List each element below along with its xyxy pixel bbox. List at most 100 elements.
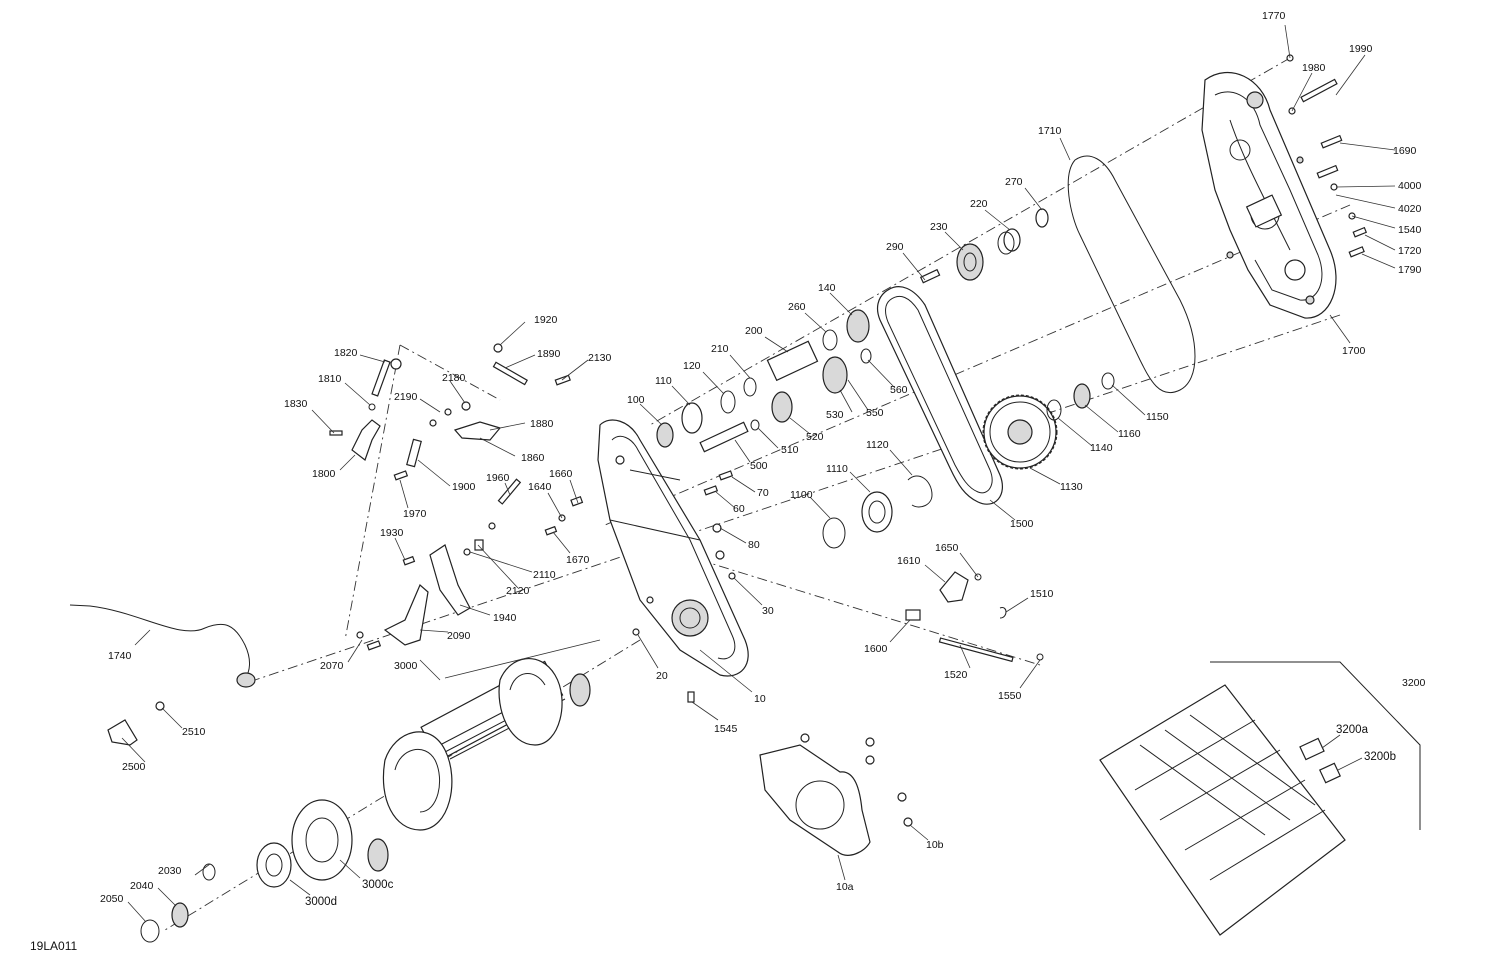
callout-1800: 1800 bbox=[312, 468, 336, 480]
callout-100: 100 bbox=[627, 394, 645, 406]
callout-10: 10 bbox=[754, 693, 766, 705]
callout-1790: 1790 bbox=[1398, 264, 1422, 276]
callout-3200b: 3200b bbox=[1364, 751, 1396, 763]
callout-1500: 1500 bbox=[1010, 518, 1034, 530]
output-shaft-3000 bbox=[367, 658, 591, 872]
callout-200: 200 bbox=[745, 325, 763, 337]
callout-1700: 1700 bbox=[1342, 345, 1366, 357]
callout-4000: 4000 bbox=[1398, 180, 1422, 192]
callout-3200: 3200 bbox=[1402, 677, 1426, 689]
callout-520: 520 bbox=[806, 431, 824, 443]
callout-1140: 1140 bbox=[1090, 442, 1113, 454]
callout-70: 70 bbox=[757, 487, 769, 499]
gasket-1710 bbox=[1067, 155, 1196, 394]
callout-510: 510 bbox=[781, 444, 799, 456]
callout-2190: 2190 bbox=[394, 391, 418, 403]
callout-120: 120 bbox=[683, 360, 701, 372]
seal-parts-3000 bbox=[256, 799, 353, 888]
callout-500: 500 bbox=[750, 460, 768, 472]
callout-1960: 1960 bbox=[486, 472, 510, 484]
sprocket-1130 bbox=[982, 394, 1058, 470]
callout-1600: 1600 bbox=[864, 643, 888, 655]
callout-3000c: 3000c bbox=[362, 879, 394, 891]
callout-1710: 1710 bbox=[1038, 125, 1062, 137]
callout-210: 210 bbox=[711, 343, 729, 355]
callout-1120: 1120 bbox=[866, 439, 889, 451]
callout-2500: 2500 bbox=[122, 761, 146, 773]
callout-2040: 2040 bbox=[130, 880, 154, 892]
callout-3000: 3000 bbox=[394, 660, 418, 672]
callout-1660: 1660 bbox=[549, 468, 573, 480]
leader-lines bbox=[121, 24, 1396, 923]
callout-1545: 1545 bbox=[714, 723, 738, 735]
callout-1830: 1830 bbox=[284, 398, 308, 410]
upper-shaft-parts bbox=[656, 208, 1049, 453]
callout-560: 560 bbox=[890, 384, 908, 396]
callout-1930: 1930 bbox=[380, 527, 404, 539]
callout-1740: 1740 bbox=[108, 650, 132, 662]
callout-1980: 1980 bbox=[1302, 62, 1326, 74]
callout-2120: 2120 bbox=[506, 585, 530, 597]
callout-labels: 1770 1990 1980 1690 4000 4020 1540 1720 … bbox=[100, 10, 1426, 908]
callout-1150: 1150 bbox=[1146, 411, 1169, 423]
callout-1130: 1130 bbox=[1060, 481, 1083, 493]
callout-550: 550 bbox=[866, 407, 884, 419]
callout-2050: 2050 bbox=[100, 893, 124, 905]
callout-10b: 10b bbox=[926, 839, 944, 851]
callout-1920: 1920 bbox=[534, 314, 558, 326]
callout-530: 530 bbox=[826, 409, 844, 421]
lower-shaft-parts bbox=[822, 372, 1115, 549]
callout-1970: 1970 bbox=[403, 508, 427, 520]
callout-2070: 2070 bbox=[320, 660, 344, 672]
callout-20: 20 bbox=[656, 670, 668, 682]
callout-1880: 1880 bbox=[530, 418, 554, 430]
rear-cover-1700 bbox=[1201, 71, 1337, 319]
callout-1520: 1520 bbox=[944, 669, 968, 681]
callout-1900: 1900 bbox=[452, 481, 476, 493]
callout-230: 230 bbox=[930, 221, 948, 233]
callout-220: 220 bbox=[970, 198, 988, 210]
callout-1890: 1890 bbox=[537, 348, 561, 360]
callout-30: 30 bbox=[762, 605, 774, 617]
callout-2110: 2110 bbox=[533, 569, 556, 581]
callout-1110: 1110 bbox=[826, 463, 848, 475]
callout-1100: 1100 bbox=[790, 489, 813, 501]
drawing-id: 19LA011 bbox=[30, 939, 78, 953]
callout-10a: 10a bbox=[836, 881, 854, 893]
cable-1740 bbox=[69, 604, 256, 688]
callout-80: 80 bbox=[748, 539, 760, 551]
callout-1550: 1550 bbox=[998, 690, 1022, 702]
callout-1690: 1690 bbox=[1393, 145, 1417, 157]
callout-2510: 2510 bbox=[182, 726, 206, 738]
callout-260: 260 bbox=[788, 301, 806, 313]
callout-1160: 1160 bbox=[1118, 428, 1141, 440]
callout-2180: 2180 bbox=[442, 372, 466, 384]
callout-60: 60 bbox=[733, 503, 745, 515]
shift-linkage bbox=[329, 343, 584, 651]
callout-3000d: 3000d bbox=[305, 896, 337, 908]
bracket-2500 bbox=[107, 701, 165, 746]
callout-2090: 2090 bbox=[447, 630, 471, 642]
callout-1940: 1940 bbox=[493, 612, 517, 624]
callout-1990: 1990 bbox=[1349, 43, 1373, 55]
callout-140: 140 bbox=[818, 282, 836, 294]
callout-1670: 1670 bbox=[566, 554, 590, 566]
callout-1810: 1810 bbox=[318, 373, 342, 385]
callout-4020: 4020 bbox=[1398, 203, 1422, 215]
housing-fasteners bbox=[632, 470, 736, 703]
callout-1720: 1720 bbox=[1398, 245, 1422, 257]
kit-3200 bbox=[1099, 661, 1421, 936]
selector-parts bbox=[905, 571, 1044, 663]
callout-110: 110 bbox=[655, 375, 672, 387]
plate-10a bbox=[759, 733, 913, 856]
callout-1770: 1770 bbox=[1262, 10, 1286, 22]
callout-1820: 1820 bbox=[334, 347, 358, 359]
drive-chain-1500 bbox=[876, 286, 1003, 505]
callout-1610: 1610 bbox=[897, 555, 921, 567]
callout-3200a: 3200a bbox=[1336, 724, 1369, 736]
callout-1640: 1640 bbox=[528, 481, 552, 493]
callout-1860: 1860 bbox=[521, 452, 545, 464]
gearbox-housing-10 bbox=[597, 419, 749, 677]
callout-270: 270 bbox=[1005, 176, 1023, 188]
